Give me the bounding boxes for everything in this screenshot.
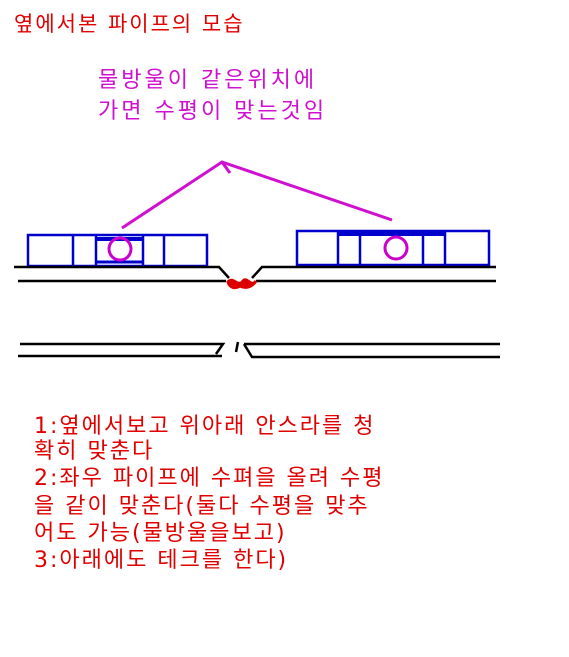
diagram-title: 옆에서본 파이프의 모습: [14, 12, 245, 36]
bottom-pipe-gap-mark: [234, 341, 240, 353]
step-2-line-2: 을 같이 맞춘다(둘다 수평을 맞추: [34, 494, 370, 519]
bottom-pipe-left-upper: [20, 342, 226, 355]
right-spirit-level: [295, 229, 491, 267]
annotation-pointer: [121, 160, 393, 230]
annotation-line-2: 가면 수평이 맞는것임: [98, 99, 328, 124]
right-level-body: [295, 229, 491, 267]
weld-joint-mark: [226, 278, 258, 290]
bottom-pipe-right-lower: [242, 343, 500, 359]
left-bubble: [107, 236, 133, 262]
annotation-line-1: 물방울이 같은위치에: [98, 68, 318, 93]
top-pipe-left-upper: [14, 265, 230, 279]
step-2-line-1: 2:좌우 파이프에 수펴을 올려 수평: [34, 466, 385, 491]
weld-scribble: [230, 282, 253, 287]
top-pipe-right-upper: [251, 265, 496, 279]
pointer-lines: [121, 160, 393, 230]
right-bubble: [383, 235, 409, 261]
left-spirit-level: [26, 233, 209, 268]
top-pipe: [14, 265, 496, 283]
bottom-pipe: [18, 341, 500, 359]
pointer-tick: [220, 161, 232, 174]
step-2-line-3: 어도 가능(물방울을보고): [34, 521, 287, 546]
step-1-line-1: 1:옆에서보고 위아래 안스라를 청: [34, 414, 376, 439]
step-3-line-1: 3:아래에도 테크를 한다): [34, 548, 289, 573]
step-1-line-2: 확히 맞춘다: [34, 439, 155, 464]
